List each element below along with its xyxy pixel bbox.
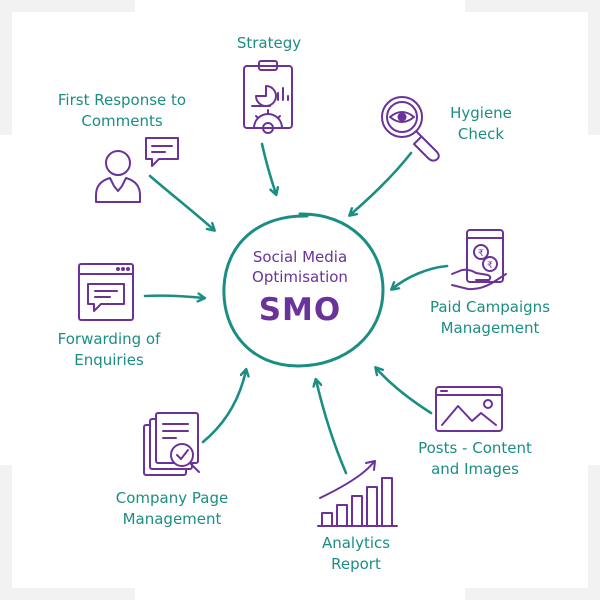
label-paid-campaigns: Paid Campaigns Management bbox=[410, 297, 570, 339]
browser-chat-icon bbox=[78, 263, 134, 321]
label-first-response-line2: Comments bbox=[81, 112, 163, 130]
clipboard-chart-icon bbox=[243, 60, 293, 134]
label-hygiene-line2: Check bbox=[457, 125, 505, 143]
arrow-paid bbox=[392, 264, 449, 289]
arrow-posts bbox=[376, 368, 433, 415]
label-paid-line1: Paid Campaigns bbox=[429, 298, 551, 316]
label-posts: Posts - Content and Images bbox=[395, 438, 555, 480]
hand-coins-phone-icon: ₹ ₹ bbox=[451, 229, 507, 291]
arrow-analytics bbox=[316, 380, 348, 475]
arrow-first-response bbox=[148, 174, 214, 230]
label-analytics-line1: Analytics bbox=[321, 534, 391, 552]
arrow-strategy bbox=[260, 142, 276, 194]
magnifier-eye-icon bbox=[381, 96, 440, 162]
label-company-page: Company Page Management bbox=[92, 488, 252, 530]
label-strategy-line1: Strategy bbox=[236, 34, 302, 52]
arrow-company bbox=[201, 370, 246, 444]
growth-chart-icon bbox=[317, 460, 398, 527]
center-circle bbox=[222, 212, 385, 368]
label-paid-line2: Management bbox=[440, 319, 540, 337]
arrow-hygiene bbox=[350, 151, 413, 215]
label-hygiene-line1: Hygiene bbox=[450, 104, 512, 122]
center-title: Social Media Optimisation bbox=[238, 247, 362, 287]
label-hygiene: Hygiene Check bbox=[431, 103, 531, 145]
label-strategy: Strategy bbox=[209, 33, 329, 54]
documents-check-icon bbox=[143, 412, 200, 476]
background-panel bbox=[12, 12, 588, 588]
arrow-forwarding bbox=[143, 296, 204, 298]
label-company-line1: Company Page bbox=[115, 489, 229, 507]
label-analytics-line2: Report bbox=[331, 555, 381, 573]
image-post-icon bbox=[435, 386, 503, 432]
svg-text:₹: ₹ bbox=[487, 261, 493, 271]
center-title-line1: Social Media bbox=[252, 248, 348, 266]
svg-text:₹: ₹ bbox=[478, 249, 484, 259]
center-acronym: SMO bbox=[258, 292, 342, 328]
user-chat-icon bbox=[95, 137, 179, 203]
label-forwarding-line1: Forwarding of bbox=[57, 330, 161, 348]
label-forwarding-line2: Enquiries bbox=[74, 351, 144, 369]
label-company-line2: Management bbox=[122, 510, 222, 528]
label-analytics: Analytics Report bbox=[296, 533, 416, 575]
center-title-line2: Optimisation bbox=[252, 268, 348, 286]
label-forwarding: Forwarding of Enquiries bbox=[34, 329, 184, 371]
label-first-response-line1: First Response to bbox=[57, 91, 187, 109]
label-posts-line2: and Images bbox=[431, 460, 519, 478]
label-first-response: First Response to Comments bbox=[36, 90, 208, 132]
label-posts-line1: Posts - Content bbox=[418, 439, 532, 457]
